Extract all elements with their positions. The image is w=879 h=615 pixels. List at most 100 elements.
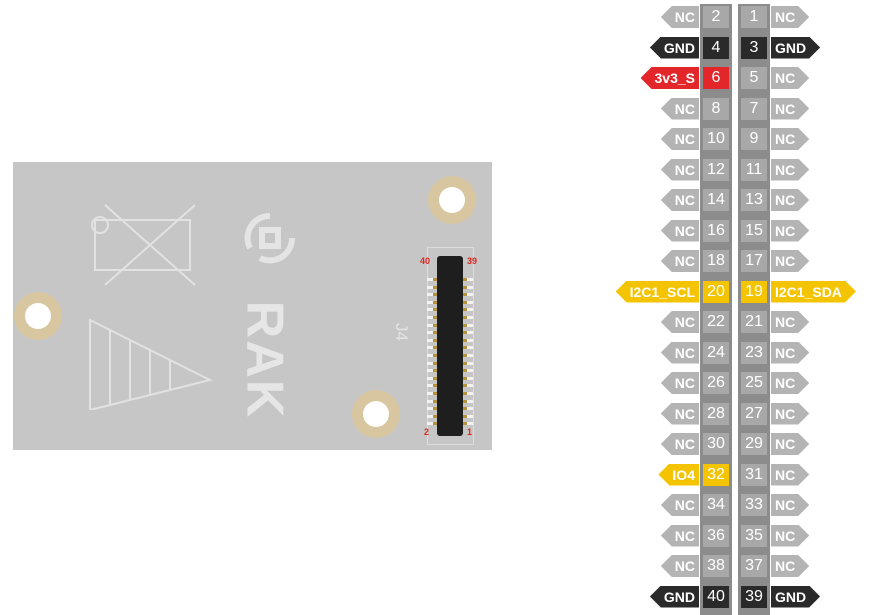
pin-label-nc: NC (660, 494, 699, 516)
connector-designator: J4 (391, 323, 411, 341)
connector-pad (433, 384, 437, 388)
connector-pad (433, 346, 437, 350)
connector-pad (463, 331, 467, 335)
rak-module-board (13, 162, 492, 450)
connector-pad (433, 331, 437, 335)
connector-pad (463, 293, 467, 297)
pin-number: 28 (703, 402, 729, 425)
pin-number: 30 (703, 433, 729, 455)
connector-pad (463, 285, 467, 289)
connector-pad (433, 414, 437, 418)
connector-pad (463, 278, 473, 281)
pin-label-nc: NC (771, 525, 809, 547)
connector-pad (463, 361, 467, 365)
board-to-board-connector (437, 256, 463, 436)
connector-pad (463, 354, 467, 357)
pin-label-nc: NC (660, 311, 699, 333)
connector-pad (463, 384, 467, 388)
connector-pad (427, 316, 437, 319)
connector-pad (433, 392, 437, 395)
pin-label-gnd: GND (649, 585, 699, 608)
pin-number: 22 (703, 311, 729, 333)
connector-pad (427, 323, 437, 327)
connector-pad (463, 422, 467, 426)
pin-number: 8 (703, 97, 729, 120)
connector-pad (433, 300, 437, 304)
connector-pad (433, 361, 437, 365)
pin-label-gnd: GND (771, 37, 820, 59)
pin-label-nc: NC (771, 67, 809, 89)
rak-logo-text: RAK (235, 300, 294, 420)
connector-pad (433, 422, 437, 426)
pin-number: 33 (741, 494, 767, 516)
pin-number: 25 (741, 372, 767, 394)
pin-number: 7 (741, 97, 767, 120)
pin-number: 12 (703, 158, 729, 181)
pin-label-nc: NC (771, 98, 809, 120)
pin-label-nc: NC (771, 342, 809, 364)
pin-number: 2 (703, 6, 729, 28)
connector-pad (463, 399, 467, 403)
connector-pad (427, 338, 437, 342)
connector-pad (463, 338, 473, 342)
connector-pad (463, 323, 473, 327)
pin-number: 5 (741, 67, 767, 89)
connector-pad (427, 354, 437, 357)
connector-pad (427, 376, 437, 380)
connector-pad (463, 392, 467, 395)
connector-pin-label: 2 (424, 427, 430, 437)
pin-label-nc: NC (771, 433, 809, 455)
pin-number: 6 (703, 67, 729, 89)
connector-pin-label: 39 (467, 256, 478, 266)
connector-pin-label: 1 (467, 427, 473, 437)
even-pin-column (700, 4, 732, 615)
connector-pad (463, 354, 473, 357)
connector-pad (427, 300, 437, 304)
pin-number: 38 (703, 555, 729, 577)
pin-number: 40 (703, 585, 729, 608)
mounting-hole (352, 390, 400, 438)
connector-pad (433, 308, 437, 312)
pin-number: 27 (741, 402, 767, 425)
pin-label-nc: NC (660, 433, 699, 455)
mounting-hole (14, 292, 62, 340)
pin-label-nc: NC (771, 159, 809, 181)
connector-pad (433, 376, 437, 380)
pin-number: 10 (703, 128, 729, 150)
connector-pad (463, 323, 467, 327)
pin-label-nc: NC (660, 402, 699, 425)
pin-label-gnd: GND (649, 36, 699, 59)
connector-pad (463, 308, 467, 312)
pin-label-nc: NC (660, 97, 699, 120)
pin-label-nc: NC (771, 128, 809, 150)
connector-pad (433, 407, 437, 411)
connector-pad (463, 414, 473, 418)
pin-label-nc: NC (771, 6, 809, 28)
pin-label-nc: NC (771, 372, 809, 394)
connector-pad (427, 278, 437, 281)
pin-label-nc: NC (771, 464, 809, 486)
connector-pad (463, 293, 473, 297)
connector-pad (463, 331, 473, 335)
connector-pad (463, 376, 467, 380)
pin-number: 1 (741, 6, 767, 28)
connector-pad (463, 361, 473, 365)
pin-number: 9 (741, 128, 767, 150)
connector-pad (463, 285, 473, 289)
pin-label-nc: NC (771, 189, 809, 211)
pin-label-nc: NC (771, 403, 809, 425)
connector-pad (433, 338, 437, 342)
pin-label-power: 3v3_S (640, 67, 699, 89)
connector-pad (463, 346, 467, 350)
connector-pad (427, 392, 437, 395)
connector-pad (463, 278, 467, 281)
connector-pad (463, 316, 467, 319)
connector-pad (463, 300, 467, 304)
odd-pin-column (738, 4, 770, 615)
pin-label-gnd: GND (771, 586, 820, 608)
connector-pad (427, 361, 437, 365)
connector-pad (463, 399, 473, 403)
pin-number: 3 (741, 36, 767, 59)
connector-pad (427, 285, 437, 289)
connector-pad (433, 399, 437, 403)
